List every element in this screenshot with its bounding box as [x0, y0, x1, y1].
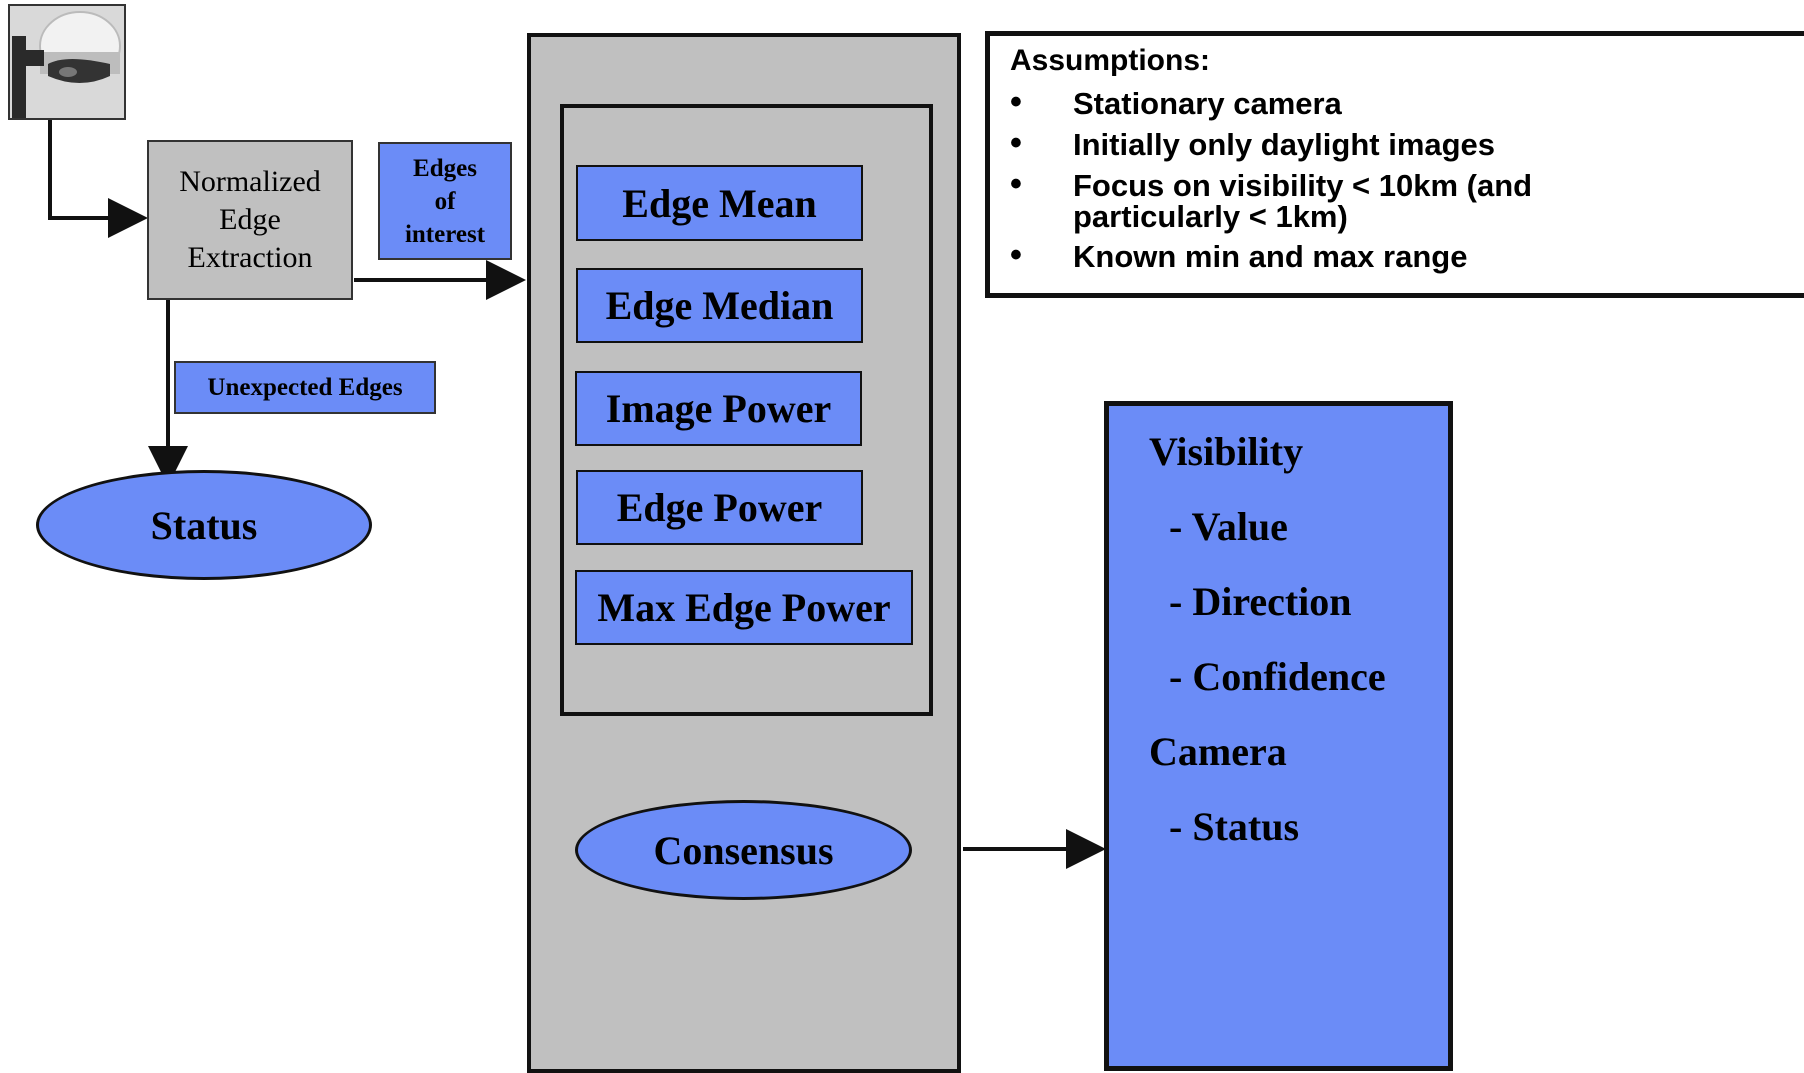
output-direction: - Direction: [1149, 579, 1352, 624]
metric-edge-median: Edge Median: [576, 268, 863, 343]
edges-of-interest-line-2: of: [434, 187, 456, 215]
assumption-text: Stationary camera: [1073, 86, 1342, 121]
bullet-icon: •: [1010, 165, 1022, 203]
output-visibility: Visibility: [1149, 429, 1304, 474]
metric-edge-power: Edge Power: [576, 470, 863, 545]
unexpected-edges-label: Unexpected Edges: [174, 361, 436, 414]
metric-image-power: Image Power: [575, 371, 862, 446]
camera-icon: [8, 4, 126, 120]
output-box: Visibility - Value - Direction - Confide…: [1104, 401, 1453, 1071]
assumption-text-continued: particularly < 1km): [1073, 199, 1348, 234]
arrow-camera-to-extraction: [48, 120, 148, 238]
edges-of-interest-line-1: Edges: [413, 154, 477, 182]
output-status: - Status: [1149, 804, 1300, 849]
metric-max-edge-power: Max Edge Power: [575, 570, 913, 645]
assumption-text: Known min and max range: [1073, 239, 1468, 274]
bullet-icon: •: [1010, 83, 1022, 121]
extraction-label-line-1: Normalized: [179, 165, 321, 198]
assumption-text: Initially only daylight images: [1073, 127, 1496, 162]
edges-of-interest-label: Edges of interest: [378, 142, 512, 260]
metric-edge-mean: Edge Mean: [576, 165, 863, 241]
output-confidence: - Confidence: [1149, 654, 1386, 699]
assumption-text: Focus on visibility < 10km (and: [1073, 168, 1533, 203]
bullet-icon: •: [1010, 236, 1022, 274]
status-node: Status: [36, 470, 372, 580]
output-camera: Camera: [1149, 729, 1287, 774]
extraction-label-line-2: Edge: [219, 203, 281, 236]
assumptions-title: Assumptions:: [1010, 44, 1211, 77]
output-value: - Value: [1149, 504, 1288, 549]
assumptions-box: Assumptions: • Stationary camera • Initi…: [985, 31, 1804, 298]
extraction-label-line-3: Extraction: [187, 241, 313, 274]
consensus-node: Consensus: [575, 800, 912, 900]
normalized-edge-extraction-box: Normalized Edge Extraction: [147, 140, 353, 300]
edges-of-interest-line-3: interest: [404, 220, 486, 248]
bullet-icon: •: [1010, 124, 1022, 162]
